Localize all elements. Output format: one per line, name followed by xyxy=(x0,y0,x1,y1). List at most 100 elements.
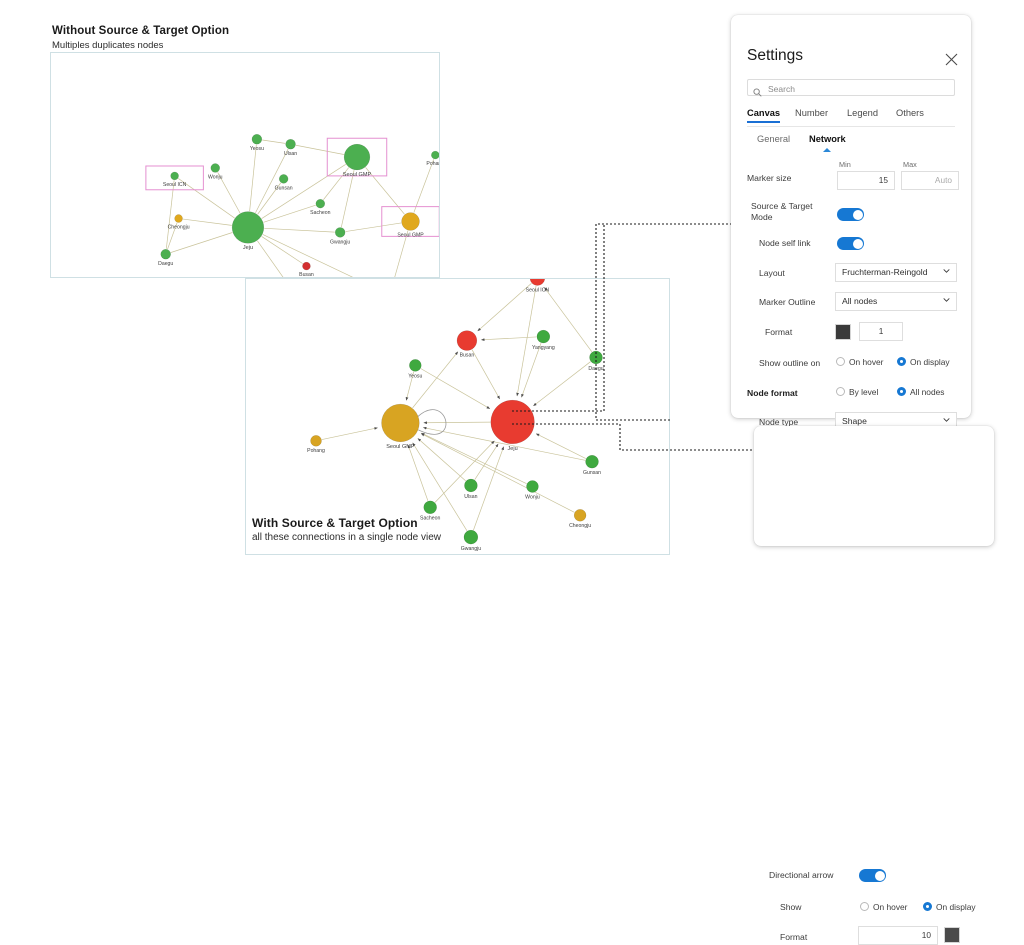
marker-size-min-input[interactable]: 15 xyxy=(837,171,895,190)
graph-node[interactable] xyxy=(401,212,420,231)
bottom-figure-subtitle: all these connections in a single node v… xyxy=(252,532,442,543)
node-format-by-level-label[interactable]: By level xyxy=(849,387,879,397)
node-format-all-nodes-radio[interactable] xyxy=(897,387,906,396)
node-type-value: Shape xyxy=(842,416,867,426)
graph-node[interactable] xyxy=(231,211,265,244)
graph-node-label: Gunsan xyxy=(275,185,293,191)
close-icon[interactable] xyxy=(945,53,958,66)
graph-node[interactable] xyxy=(536,329,551,344)
graph-node[interactable] xyxy=(278,174,289,184)
show-outline-on-hover-radio[interactable] xyxy=(836,357,845,366)
show-outline-on-display-label[interactable]: On display xyxy=(910,357,950,367)
graph-node[interactable] xyxy=(334,227,346,238)
graph-node[interactable] xyxy=(160,249,171,260)
graph-node-label: Ulsan xyxy=(464,494,477,500)
graph-node[interactable] xyxy=(409,359,422,372)
graph-node[interactable] xyxy=(343,143,371,171)
graph-node[interactable] xyxy=(573,509,587,522)
graph-node[interactable] xyxy=(526,480,539,493)
marker-outline-value: All nodes xyxy=(842,296,878,306)
graph-node-label: Daegu xyxy=(158,261,173,267)
node-format-by-level-radio[interactable] xyxy=(836,387,845,396)
layout-select[interactable]: Fruchterman-Reingold xyxy=(835,263,957,282)
graph-node[interactable] xyxy=(302,261,311,271)
graph-node[interactable] xyxy=(589,350,603,365)
graph-edge xyxy=(295,144,344,155)
graph-edge xyxy=(481,336,537,342)
graph-edge xyxy=(170,232,233,253)
graph-node[interactable] xyxy=(529,279,545,286)
graph-node[interactable] xyxy=(174,214,183,223)
tab-network[interactable]: Network xyxy=(809,134,846,144)
directional-arrow-toggle[interactable] xyxy=(859,869,886,882)
node-format-all-nodes-label[interactable]: All nodes xyxy=(910,387,945,397)
graph-node[interactable] xyxy=(381,403,420,443)
graph-edge xyxy=(474,443,499,480)
arrow-color-swatch[interactable] xyxy=(944,927,960,943)
graph-node[interactable] xyxy=(490,399,535,444)
graph-node-label: Yangyang xyxy=(532,345,555,351)
graph-edge xyxy=(249,144,257,212)
search-input[interactable] xyxy=(766,80,956,97)
search-box[interactable] xyxy=(747,79,956,97)
graph-node[interactable] xyxy=(431,150,439,160)
graph-node[interactable] xyxy=(315,198,325,209)
graph-node-label: Seoul GMP xyxy=(397,232,424,238)
graph-node[interactable] xyxy=(463,529,479,545)
marker-size-max-input[interactable]: Auto xyxy=(901,171,959,190)
tab-number[interactable]: Number xyxy=(795,108,829,118)
arrow-show-on-hover-radio[interactable] xyxy=(860,902,869,911)
node-self-link-toggle[interactable] xyxy=(837,237,864,250)
top-figure-title: Without Source & Target Option xyxy=(52,25,230,37)
graph-edge xyxy=(420,368,491,410)
arrow-show-on-display-label[interactable]: On display xyxy=(936,902,976,912)
source-target-mode-toggle[interactable] xyxy=(837,208,864,221)
graph-node[interactable] xyxy=(170,171,179,181)
graph-edges xyxy=(321,283,593,531)
layout-label: Layout xyxy=(759,268,785,278)
outline-width-input[interactable]: 1 xyxy=(859,322,903,341)
directional-arrow-panel[interactable]: Directional arrow Show On hover On displ… xyxy=(754,426,994,945)
show-outline-on-hover-label[interactable]: On hover xyxy=(849,357,884,367)
outline-format-label: Format xyxy=(765,327,793,337)
graph-node-label: Yeosu xyxy=(408,373,422,379)
graph-edge xyxy=(257,182,282,215)
tab-general[interactable]: General xyxy=(757,134,791,144)
show-outline-on-display-radio[interactable] xyxy=(897,357,906,366)
graph-node[interactable] xyxy=(456,330,478,351)
graph-edge xyxy=(257,240,284,277)
graph-edge xyxy=(261,164,346,219)
marker-outline-select[interactable]: All nodes xyxy=(835,292,957,311)
graph-edge xyxy=(434,440,495,503)
graph-node[interactable] xyxy=(585,455,599,469)
marker-outline-label: Marker Outline xyxy=(759,297,816,307)
graph-node[interactable] xyxy=(464,478,478,493)
graph-edge xyxy=(341,170,355,228)
graph-node[interactable] xyxy=(285,139,296,150)
primary-tabs[interactable]: Canvas Number Legend Others xyxy=(747,108,955,127)
tab-canvas[interactable]: Canvas xyxy=(747,108,781,123)
graph-node-label: Seoul GMP xyxy=(343,172,372,178)
arrow-show-on-hover-label[interactable]: On hover xyxy=(873,902,908,912)
graph-node[interactable] xyxy=(251,134,263,145)
graph-node-label: Jeju xyxy=(243,245,253,251)
tab-others[interactable]: Others xyxy=(896,108,924,118)
chevron-down-icon xyxy=(943,298,950,302)
self-link-edge xyxy=(417,409,447,435)
graph-edge xyxy=(423,426,586,461)
graph-node-label: Jeju xyxy=(508,446,518,452)
arrow-show-on-display-radio[interactable] xyxy=(923,902,932,911)
settings-panel[interactable]: Settings Canvas Number Legend Others Gen… xyxy=(731,15,971,431)
tab-legend[interactable]: Legend xyxy=(847,108,879,118)
screenshot-stage: Without Source & Target Option Multiples… xyxy=(50,15,994,945)
graph-node[interactable] xyxy=(310,435,322,447)
graph-node[interactable] xyxy=(423,500,437,514)
arrow-format-size-input[interactable]: 10 xyxy=(858,926,938,945)
bottom-figure-title: With Source & Target Option xyxy=(252,516,418,530)
secondary-tabs[interactable]: General Network xyxy=(757,134,955,152)
outline-color-swatch[interactable] xyxy=(835,324,851,340)
graph-node[interactable] xyxy=(210,163,220,173)
